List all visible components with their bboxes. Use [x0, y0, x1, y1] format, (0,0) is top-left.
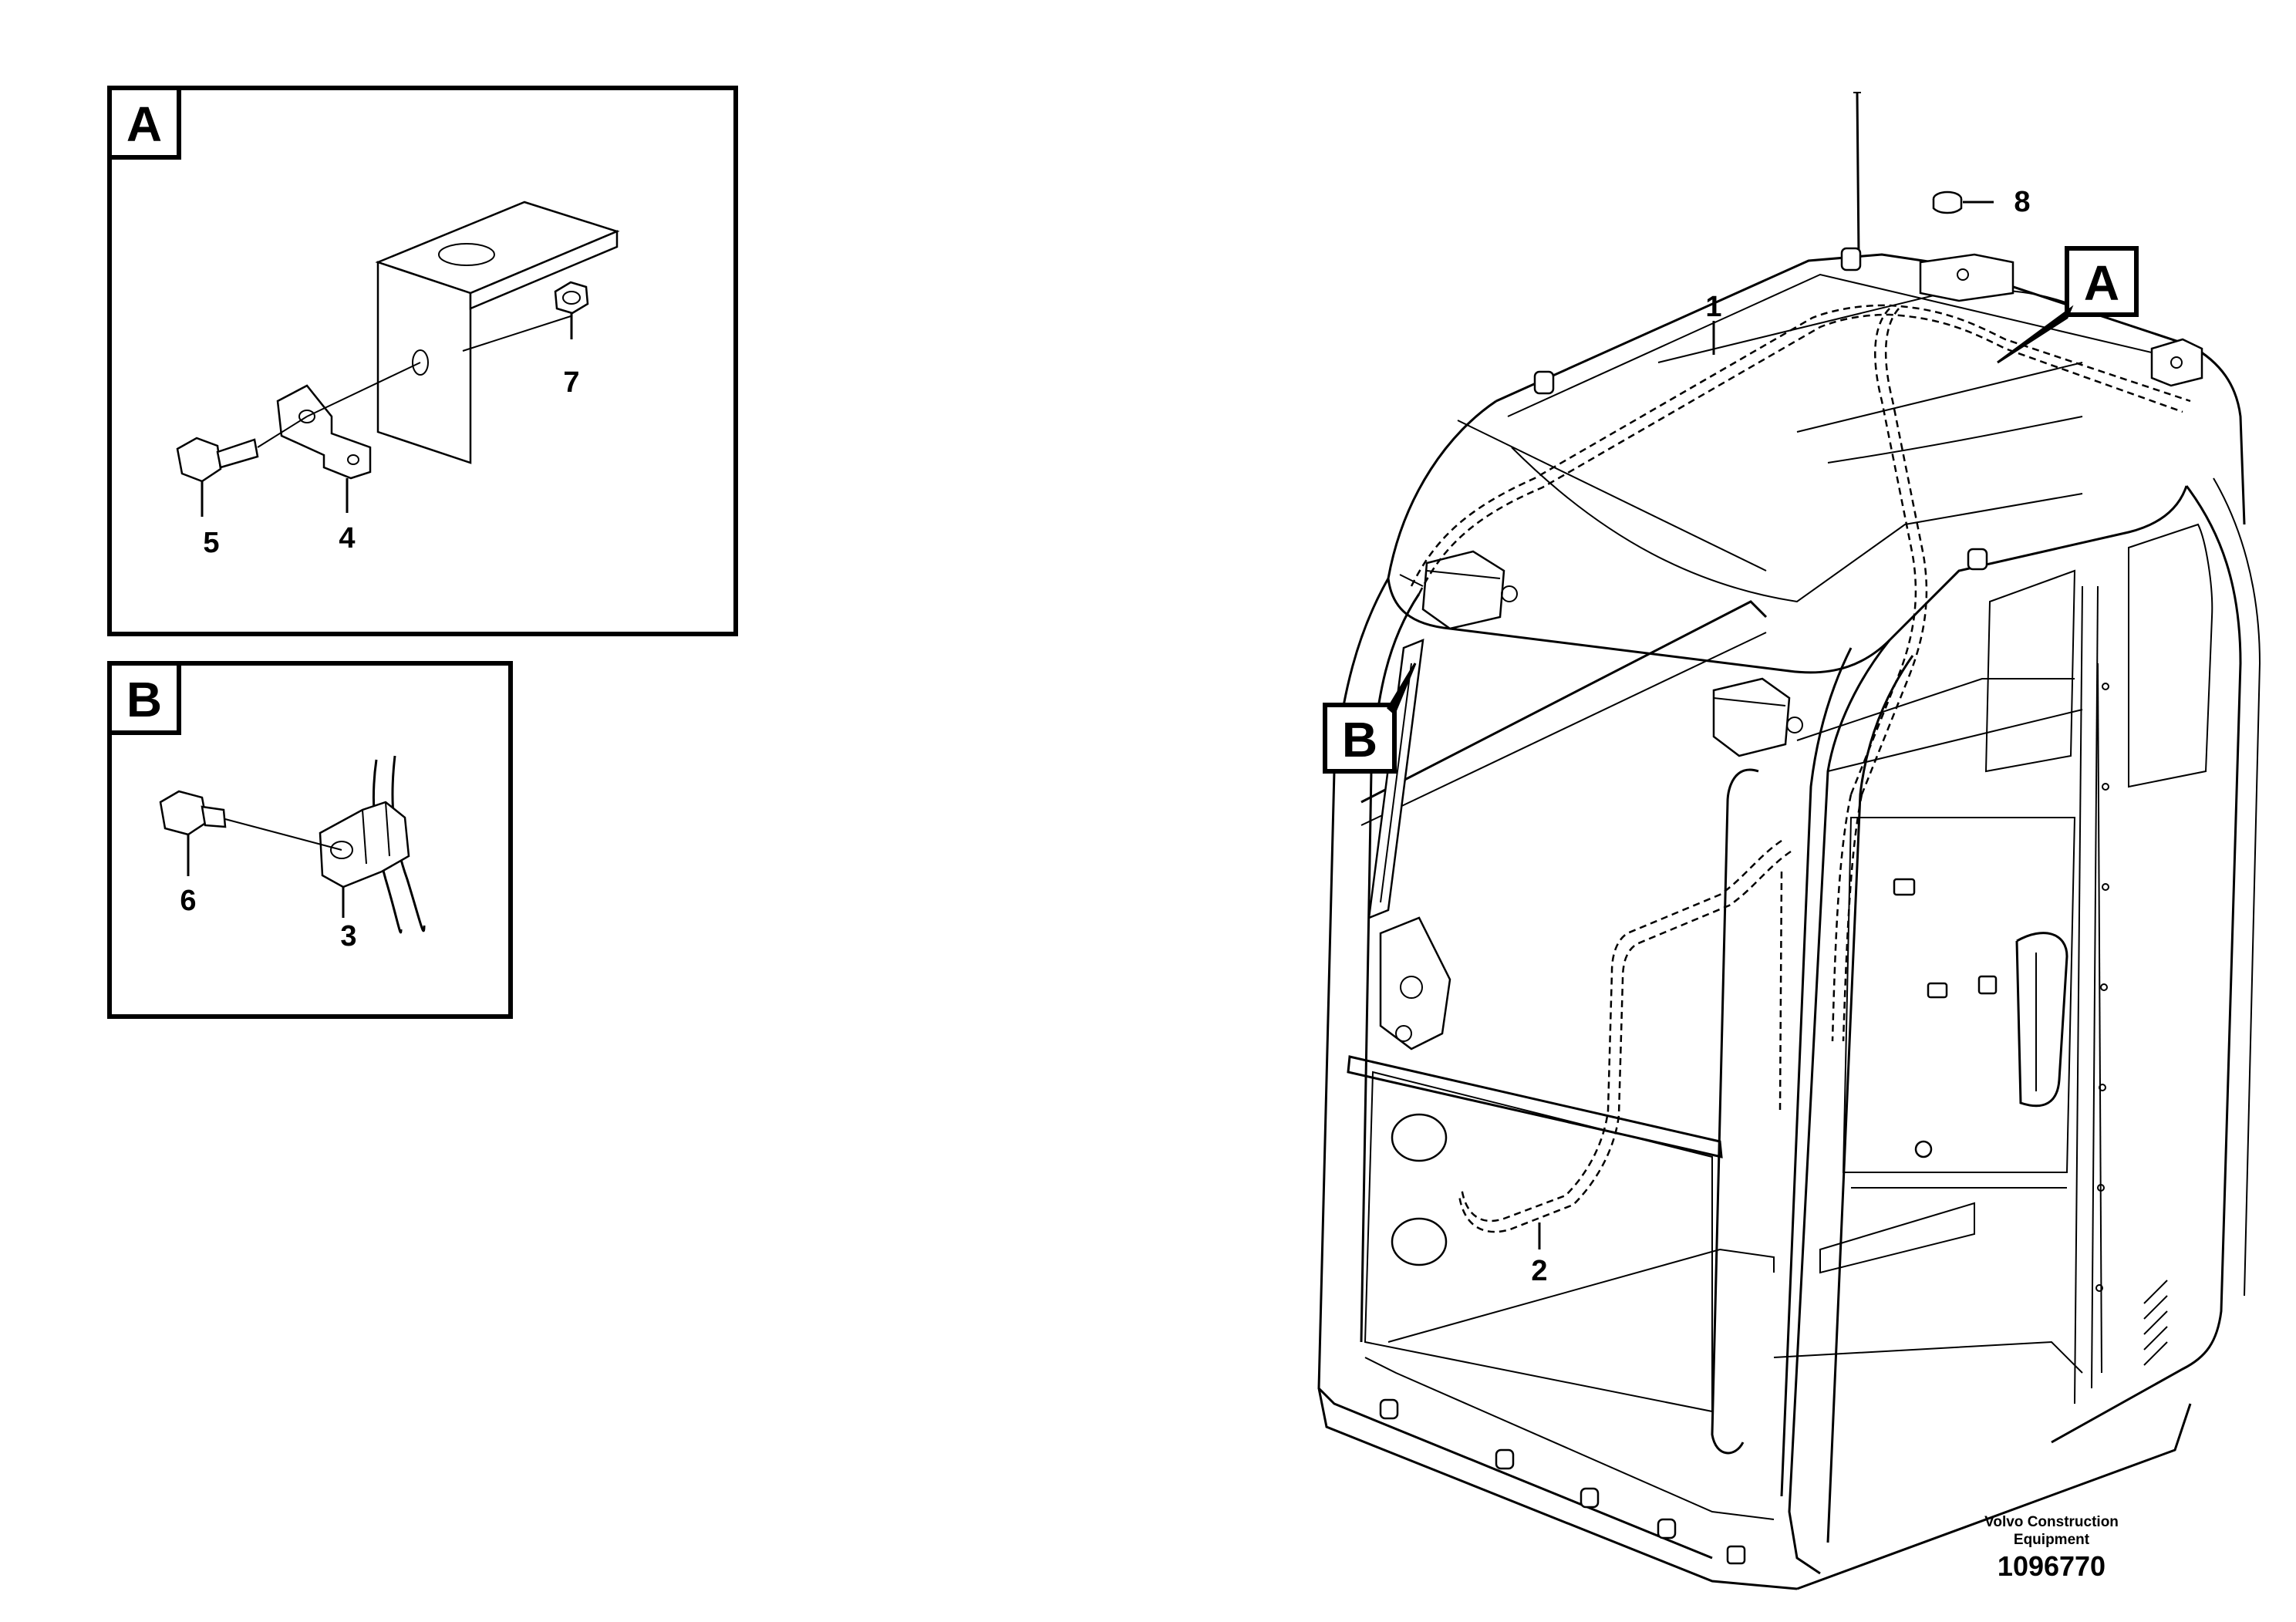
callout-leaders [1538, 201, 1994, 1249]
callout-4: 4 [339, 522, 355, 555]
manufacturer-name: Volvo Construction Equipment [1913, 1513, 2190, 1549]
callout-8: 8 [2014, 186, 2030, 218]
detail-b-label: B [126, 672, 162, 727]
wiring-harness-2 [1458, 839, 1792, 1233]
callout-2: 2 [1531, 1255, 1547, 1287]
antenna [1856, 92, 1860, 255]
detail-b-panel: B 6 3 [107, 661, 513, 1019]
cab-frame [1317, 92, 2261, 1590]
wiper-assembly [1367, 639, 1451, 1050]
callout-7: 7 [563, 366, 579, 399]
detail-b-frame [107, 661, 513, 1019]
bolt-5 [176, 416, 308, 517]
front-right-pillar [1788, 639, 1891, 1575]
clamp-3 [319, 801, 410, 918]
cable-bundle [372, 755, 426, 934]
detail-marker-a-label: A [2084, 255, 2119, 311]
bolt-6 [159, 790, 342, 876]
work-light-right [1712, 677, 1803, 757]
rear-right-pillar [2051, 485, 2242, 1444]
callout-5: 5 [203, 527, 219, 559]
detail-marker-a: A [1997, 246, 2139, 364]
nut-7 [554, 281, 589, 339]
callout-3: 3 [340, 920, 356, 953]
cable-lug-4 [276, 362, 421, 513]
detail-a-label: A [126, 96, 162, 152]
detail-a-frame [107, 86, 738, 636]
detail-marker-b: B [1323, 663, 1417, 774]
manufacturer-line-1: Volvo Construction [1984, 1514, 2119, 1530]
angle-bracket [375, 201, 620, 464]
callout-6: 6 [180, 885, 196, 917]
work-light-left [1399, 550, 1518, 630]
detail-a-panel: A 7 [107, 86, 738, 636]
drawing-number: 1096770 [1997, 1550, 2106, 1582]
detail-a-label-box [107, 86, 181, 160]
manufacturer-line-2: Equipment [2013, 1532, 2090, 1548]
detail-b-label-box [107, 661, 181, 735]
wiring-harness-1 [1410, 304, 2191, 1042]
detail-marker-b-label: B [1342, 712, 1377, 767]
part-8 [1932, 191, 1963, 214]
callout-1: 1 [1705, 291, 1721, 323]
